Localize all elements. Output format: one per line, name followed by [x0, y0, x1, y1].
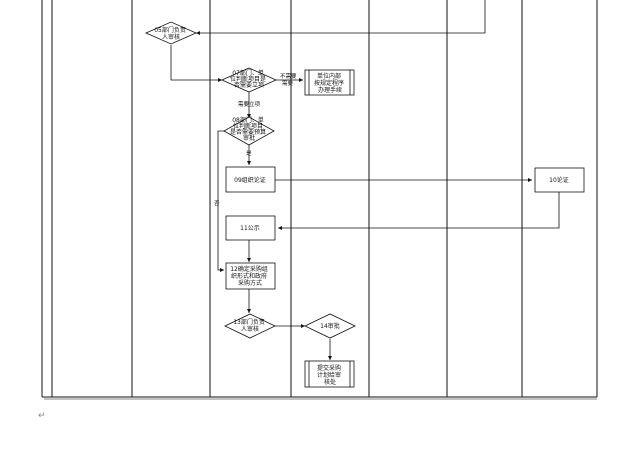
node-12-text: 12确定采购组 织形式和政府 采购方式	[230, 265, 270, 287]
node-14: 14审批	[304, 313, 356, 339]
node-submit-text: 提交采购 计划给审 核处	[317, 364, 343, 386]
node-09-text: 09组织论证	[234, 176, 266, 184]
node-14-text: 14审批	[320, 322, 340, 330]
edge-top-to-05	[196, 0, 486, 35]
node-11: 11公示	[225, 215, 276, 241]
node-internal-text: 单位内部 按规定程序 办理手续	[314, 72, 346, 94]
edges	[170, 0, 560, 360]
label-not-required: 不需要	[280, 73, 297, 80]
label-not-required-2: 需要	[282, 80, 294, 87]
node-submit-plan: 提交采购 计划给审 核处	[304, 360, 355, 388]
node-13: 13部门负责 人审核	[224, 313, 276, 339]
label-required-1: 需要立项	[238, 100, 261, 108]
node-13-text: 13部门负责 人审核	[233, 318, 267, 333]
node-12: 12确定采购组 织形式和政府 采购方式	[225, 262, 276, 290]
edge-05-to-07	[170, 45, 222, 82]
edge-labels: 不需要 需要 需要立项 是 否	[214, 73, 297, 207]
node-05: 05部门负责 人审核	[145, 21, 197, 45]
edge-10-to-11	[278, 192, 560, 230]
node-08: 08部门、单 位判断项目 是否需要预算 审批	[223, 116, 275, 146]
label-yes: 是	[246, 150, 252, 157]
paragraph-mark: ↵	[38, 411, 46, 421]
node-11-text: 11公示	[240, 225, 260, 232]
node-10: 10论证	[534, 167, 585, 193]
label-no: 否	[214, 200, 220, 207]
node-07-text: 07部门、单 位判断项目是 否需要立项	[230, 69, 268, 89]
node-internal-process: 单位内部 按规定程序 办理手续	[304, 69, 355, 96]
node-08-text: 08部门、单 位判断项目 是否需要预算 审批	[230, 116, 268, 142]
swimlane-grid	[41, 0, 598, 400]
node-07: 07部门、单 位判断项目是 否需要立项	[221, 67, 277, 93]
edge-08-to-12	[217, 130, 224, 272]
node-09: 09组织论证	[225, 166, 276, 193]
node-10-text: 10论证	[549, 176, 569, 184]
node-05-text: 05部门负责 人审核	[154, 26, 188, 41]
